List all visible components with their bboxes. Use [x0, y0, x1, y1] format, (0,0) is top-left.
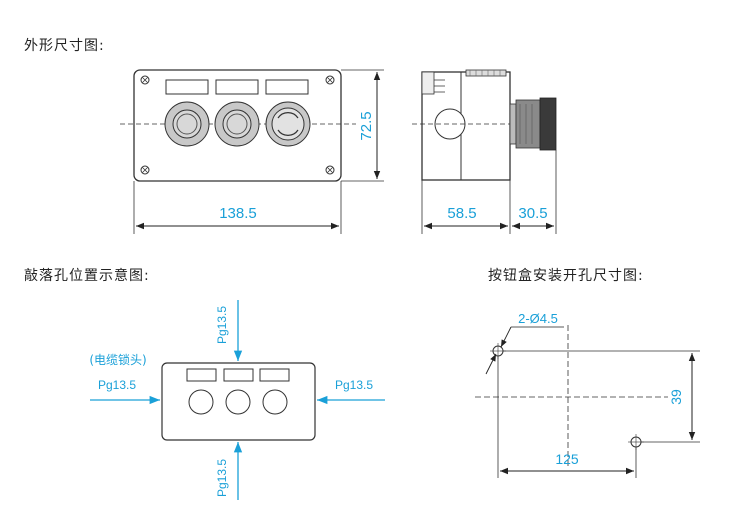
hole-diameter-label: 2-Ø4.5	[518, 311, 558, 326]
knockout-left-label: Pg13.5	[98, 378, 136, 392]
emergency-stop-button	[265, 101, 311, 147]
knockout-circle	[188, 389, 214, 415]
depth-box-label: 58.5	[447, 205, 476, 222]
button-profile	[509, 97, 557, 151]
width-label: 138.5	[219, 205, 257, 222]
label-plates	[165, 79, 309, 95]
spacing-x-label: 125	[555, 451, 579, 467]
hole-leader	[485, 353, 497, 375]
knockout-circle	[262, 389, 288, 415]
knockout-diagram: Pg13.5 Pg13.5 Pg13.5 Pg13.5 (电缆锁头)	[89, 300, 385, 500]
cable-lock-label: (电缆锁头)	[89, 352, 146, 367]
heading-knockouts: 敲落孔位置示意图:	[24, 268, 150, 284]
mounting-hole	[490, 343, 506, 359]
mounting-hole	[628, 434, 644, 450]
push-button	[164, 101, 210, 147]
heading-mounting: 按钮盒安装开孔尺寸图:	[488, 268, 644, 284]
spacing-y-label: 39	[668, 389, 684, 405]
side-view: 58.5 30.5	[412, 69, 557, 234]
mounting-diagram: 2-Ø4.5 125 39	[475, 311, 700, 478]
hole-leader	[500, 326, 512, 348]
corner-screw	[140, 75, 335, 175]
knockout-circle	[225, 389, 251, 415]
depth-button-label: 30.5	[518, 205, 547, 222]
knockout-top-label: Pg13.5	[215, 306, 229, 344]
knockout-right-label: Pg13.5	[335, 378, 373, 392]
push-button	[214, 101, 260, 147]
front-view: 138.5 72.5	[120, 69, 384, 234]
height-label: 72.5	[358, 111, 375, 140]
knockout-bottom-label: Pg13.5	[215, 459, 229, 497]
heading-outline: 外形尺寸图:	[24, 38, 105, 54]
